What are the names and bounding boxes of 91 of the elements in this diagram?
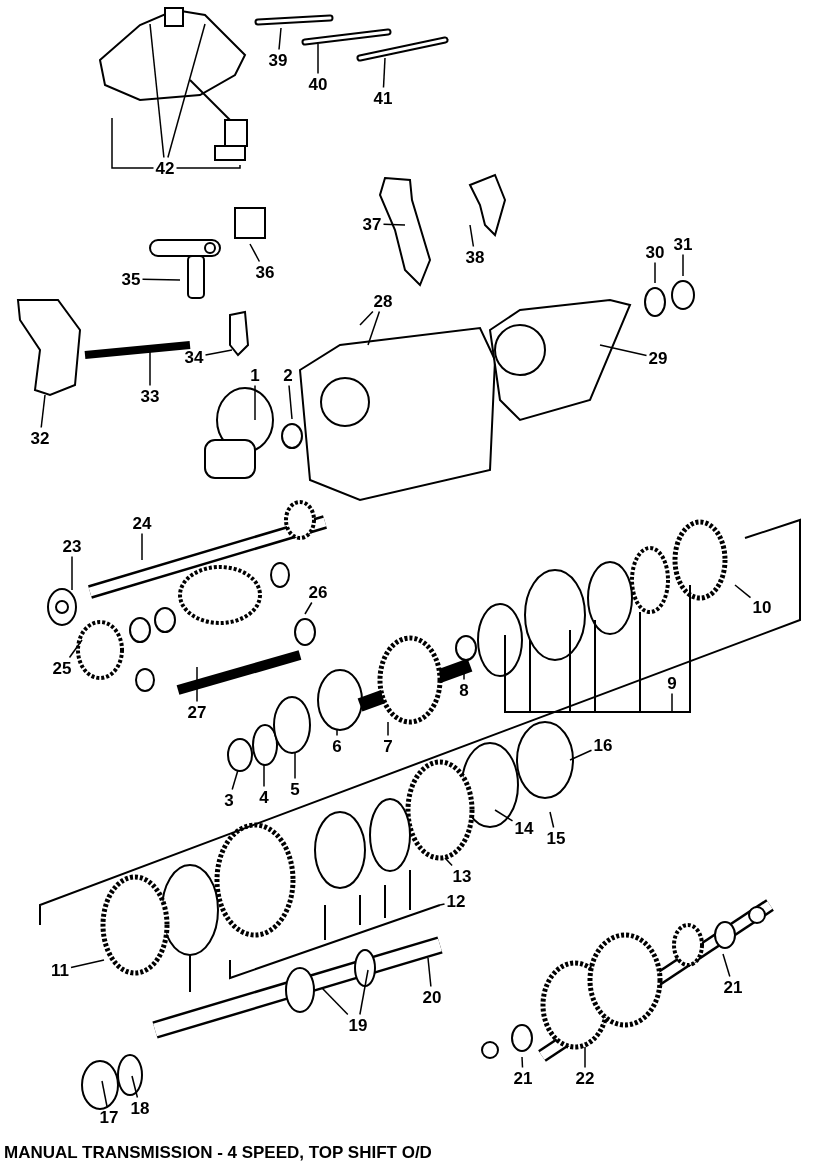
leader-line <box>294 752 296 780</box>
callout-number: 4 <box>259 788 269 806</box>
caption: MANUAL TRANSMISSION - 4 SPEED, TOP SHIFT O/D <box>4 1143 432 1163</box>
leader-line <box>149 23 165 159</box>
leader-line <box>671 692 673 713</box>
callout-number: 27 <box>187 703 207 721</box>
callout-number: 29 <box>648 349 668 367</box>
callout-number: 1 <box>250 366 260 384</box>
leader-line <box>131 1075 139 1099</box>
callout-number: 38 <box>465 248 485 266</box>
leader-line <box>141 278 181 281</box>
leader-line <box>359 310 374 326</box>
leader-line <box>521 1056 524 1069</box>
callout-number: 10 <box>752 598 772 616</box>
callout-number: 3 <box>224 791 234 809</box>
leader-line <box>584 1046 586 1069</box>
callout-number: 34 <box>184 348 204 366</box>
callout-number: 37 <box>362 215 382 233</box>
callout-number: 28 <box>373 292 393 310</box>
leader-line <box>71 555 73 591</box>
callout-number: 40 <box>308 75 328 93</box>
leader-line <box>469 224 475 248</box>
callout-number: 8 <box>459 681 469 699</box>
leader-line <box>359 969 369 1016</box>
leader-line <box>382 223 406 226</box>
leader-line <box>278 27 282 51</box>
callout-number: 7 <box>383 737 393 755</box>
leader-line <box>254 384 256 421</box>
callout-number: 23 <box>62 537 82 555</box>
callout-number: 22 <box>575 1069 595 1087</box>
leader-line <box>382 57 386 89</box>
leader-line <box>317 43 319 75</box>
leader-line <box>175 164 241 169</box>
callout-number: 31 <box>673 235 693 253</box>
leader-line <box>387 721 389 737</box>
leader-line <box>68 639 83 659</box>
leader-line <box>722 953 731 978</box>
callout-number: 9 <box>667 674 677 692</box>
callout-number: 20 <box>422 988 442 1006</box>
callout-number: 33 <box>140 387 160 405</box>
leader-line <box>149 351 151 387</box>
leader-line <box>231 769 239 791</box>
callout-number: 35 <box>121 270 141 288</box>
leader-line <box>336 729 338 737</box>
callout-number: 24 <box>132 514 152 532</box>
callout-number: 18 <box>130 1099 150 1117</box>
callout-number: 39 <box>268 51 288 69</box>
callout-number: 15 <box>546 829 566 847</box>
leader-line <box>494 809 514 822</box>
leader-line <box>167 23 206 159</box>
callout-number: 30 <box>645 243 665 261</box>
leader-line <box>141 532 143 561</box>
leader-line <box>40 394 46 429</box>
leader-line <box>427 957 432 988</box>
callout-number: 19 <box>348 1016 368 1034</box>
leader-line <box>101 1080 108 1108</box>
leader-line <box>599 344 648 357</box>
callout-number: 42 <box>155 159 175 177</box>
leader-line <box>111 117 155 169</box>
callout-number: 25 <box>52 659 72 677</box>
callout-number: 12 <box>446 892 466 910</box>
callout-number: 11 <box>51 961 69 979</box>
callout-number: 14 <box>514 819 534 837</box>
leader-line <box>444 857 453 867</box>
callout-number: 21 <box>513 1069 533 1087</box>
leader-line <box>654 261 656 284</box>
leader-line <box>249 243 261 263</box>
leader-line <box>288 384 293 420</box>
leader-line <box>263 764 265 788</box>
callout-number: 16 <box>593 736 613 754</box>
leader-line <box>70 959 105 969</box>
leader-line <box>569 749 593 761</box>
callout-number: 6 <box>332 737 342 755</box>
leader-line <box>367 310 381 346</box>
callout-number: 5 <box>290 780 300 798</box>
callout-number: 41 <box>373 89 393 107</box>
leader-line <box>549 811 555 829</box>
leader-line <box>734 584 752 599</box>
callout-number: 36 <box>255 263 275 281</box>
leader-line <box>196 666 198 703</box>
leader-line <box>439 903 446 906</box>
callout-number: 13 <box>452 867 472 885</box>
callout-number: 32 <box>30 429 50 447</box>
callout-number: 21 <box>723 978 743 996</box>
callout-number: 26 <box>308 583 328 601</box>
callout-number: 2 <box>283 366 293 384</box>
leader-line <box>204 349 233 356</box>
leader-line <box>321 987 349 1016</box>
leader-line <box>682 253 684 277</box>
callout-number: 17 <box>99 1108 119 1126</box>
leader-line <box>304 601 313 615</box>
